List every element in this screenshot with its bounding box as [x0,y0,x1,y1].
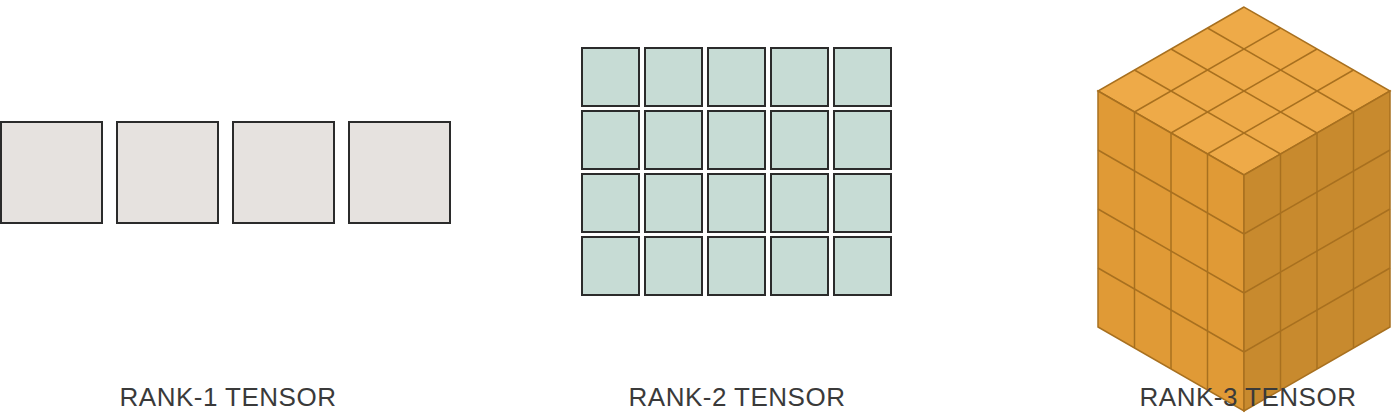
cube-grid-line [1208,70,1354,154]
vector-cell [1,122,102,223]
matrix-cell [645,111,702,169]
cube-grid-line [1244,268,1390,352]
vector-cell [233,122,334,223]
matrix-cell [582,48,639,106]
matrix-cell [582,237,639,295]
matrix-cell [708,237,765,295]
cube-grid-line [1171,49,1317,133]
matrix-cell [645,237,702,295]
matrix-cell [708,174,765,232]
matrix-cell [771,237,828,295]
cube-left-face [1098,91,1244,411]
cube-grid-line [1171,49,1317,133]
matrix-cell [582,174,639,232]
tensor-label: RANK-3 TENSOR [1140,382,1357,413]
cube-grid-line [1280,154,1282,390]
cube-right-face [1244,91,1390,411]
matrix-cell [771,48,828,106]
matrix-cell [708,111,765,169]
cube [1098,7,1390,411]
matrix-cell [645,174,702,232]
matrix-cell [834,48,891,106]
matrix-cell [771,111,828,169]
tensor-label: RANK-2 TENSOR [629,382,846,413]
matrix-cell [582,111,639,169]
cube-grid-line [1207,154,1209,390]
matrix-cell [645,48,702,106]
matrix-cell [834,111,891,169]
cube-grid-line [1098,268,1244,352]
matrix-cell [834,174,891,232]
vector-cell [117,122,218,223]
matrix-cell [771,174,828,232]
matrix-cell [708,48,765,106]
cube-grid-line [1135,70,1281,154]
tensor-label: RANK-1 TENSOR [120,382,337,413]
matrix-cell [834,237,891,295]
vector-cell [349,122,450,223]
